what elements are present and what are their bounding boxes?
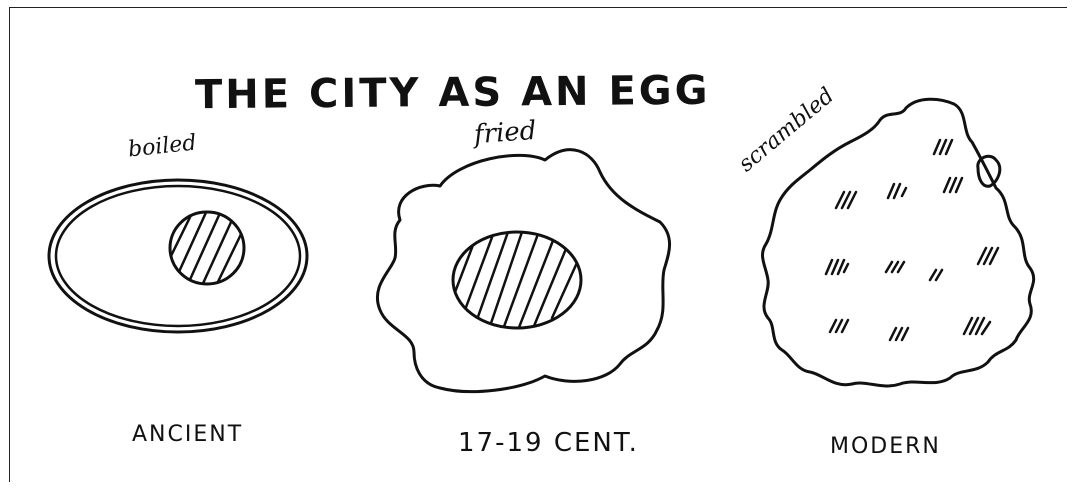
era-label-17-19-cent: 17-19 CENT. bbox=[458, 428, 639, 458]
fried-egg bbox=[377, 150, 669, 392]
diagram-title: THE CITY AS AN EGG bbox=[195, 68, 711, 118]
boiled-egg bbox=[49, 180, 307, 332]
scrambled-egg bbox=[763, 99, 1034, 386]
era-label-ancient: ANCIENT bbox=[132, 422, 243, 447]
boiled-egg-shell-outer bbox=[49, 180, 307, 332]
fried-label: fried bbox=[473, 116, 537, 150]
scrambled-egg-outline bbox=[763, 99, 1034, 386]
era-label-modern: MODERN bbox=[830, 434, 941, 459]
boiled-egg-yolk-hatching bbox=[170, 205, 252, 290]
boiled-egg-shell-inner bbox=[56, 186, 300, 326]
scrambled-egg-hatching bbox=[826, 140, 998, 340]
fried-egg-yolk-hatching bbox=[452, 232, 580, 332]
